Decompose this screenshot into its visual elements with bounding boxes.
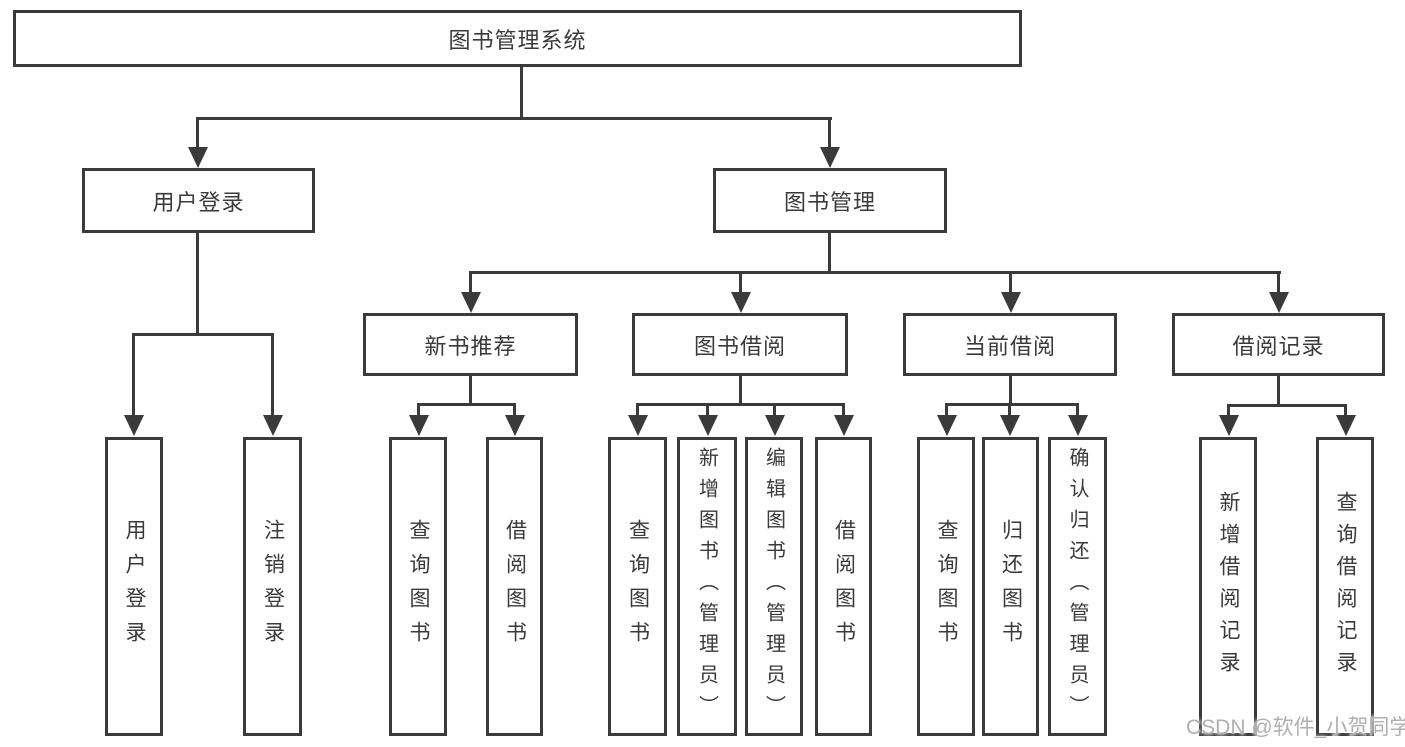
connector-rec-stem [469,374,472,405]
connector-cur-stem-2 [1008,403,1011,416]
connector-login-right-stem [271,333,274,416]
connector-root-stem [520,65,523,119]
node-book-management-label: 图书管理 [783,189,876,215]
connector-root-right-stem [828,117,831,148]
arrowhead-down [461,292,481,313]
connector-cur-hbar [945,403,1079,406]
arrowhead-down [834,415,854,436]
node-book-borrow: 图书借阅 [632,313,848,376]
leaf-current-query-books-label: 查询图书 [935,518,958,655]
arrowhead-down [937,415,957,436]
leaf-records-add-record-label: 新增借阅记录 [1217,490,1240,683]
node-root-label: 图书管理系统 [448,27,587,53]
leaf-current-return-books-label: 归还图书 [999,518,1023,655]
connector-root-left-stem [196,117,199,148]
leaf-logout-label: 注销登录 [261,518,285,655]
leaf-recommend-query-books-label: 查询图书 [407,518,430,655]
leaf-borrow-query-books: 查询图书 [608,437,667,736]
arrowhead-down [765,415,785,436]
connector-login-stem [196,232,199,336]
leaf-current-query-books: 查询图书 [917,437,975,736]
arrowhead-down [263,415,283,436]
arrowhead-down [628,415,648,436]
node-new-book-recommend-label: 新书推荐 [424,333,517,359]
connector-mgmt-stem-4 [1277,271,1280,293]
connector-rec-hbar [417,403,516,406]
leaf-recommend-query-books: 查询图书 [389,437,447,736]
leaf-borrow-borrow-books-label: 借阅图书 [832,518,856,655]
leaf-records-query-record: 查询借阅记录 [1316,437,1374,736]
node-borrow-records-label: 借阅记录 [1232,333,1325,359]
connector-mgmt-hbar [469,271,1281,274]
arrowhead-down [1269,292,1289,313]
connector-root-hbar [196,117,832,120]
node-new-book-recommend: 新书推荐 [363,313,578,376]
connector-mgmt-stem-1 [469,271,472,293]
arrowhead-down [698,415,718,436]
watermark: CSDN @软件_小贺同学 [1186,716,1405,739]
arrowhead-down [1001,292,1021,313]
connector-bor-stem-3 [773,403,776,416]
connector-login-left-stem [132,333,135,416]
node-user-login: 用户登录 [82,168,315,233]
connector-recd-hbar [1227,404,1347,407]
connector-recd-stem-1 [1227,404,1230,416]
leaf-borrow-edit-books-admin-label: 编辑图书（管理员） [762,447,785,726]
leaf-user-login-label: 用户登录 [123,518,146,655]
connector-cur-stem-3 [1076,403,1079,416]
connector-recd-stem-2 [1344,404,1347,416]
connector-mgmt-stem-2 [739,271,742,293]
arrowhead-down [820,147,840,168]
node-book-management: 图书管理 [713,168,947,233]
node-current-borrow-label: 当前借阅 [963,333,1056,359]
connector-bor-stem-1 [636,403,639,416]
leaf-records-query-record-label: 查询借阅记录 [1334,490,1357,683]
connector-recd-stem [1277,374,1280,406]
arrowhead-down [1068,415,1088,436]
leaf-user-login: 用户登录 [105,437,163,736]
connector-rec-stem-1 [417,403,420,416]
connector-bor-stem-4 [842,403,845,416]
arrowhead-down [731,292,751,313]
leaf-current-confirm-return-admin: 确认归还（管理员） [1048,437,1107,736]
leaf-borrow-borrow-books: 借阅图书 [815,437,872,736]
arrowhead-down [124,415,144,436]
arrowhead-down [409,415,429,436]
leaf-borrow-query-books-label: 查询图书 [626,518,650,655]
arrowhead-down [1336,415,1356,436]
leaf-logout: 注销登录 [243,437,302,736]
arrowhead-down [188,147,208,168]
node-book-borrow-label: 图书借阅 [693,333,786,359]
node-root: 图书管理系统 [13,10,1022,67]
arrowhead-down [1219,415,1239,436]
connector-cur-stem [1009,374,1012,405]
leaf-borrow-edit-books-admin: 编辑图书（管理员） [745,437,803,736]
arrowhead-down [505,415,525,436]
connector-rec-stem-2 [513,403,516,416]
leaf-current-return-books: 归还图书 [982,437,1039,736]
connector-bor-stem [739,374,742,405]
leaf-current-confirm-return-admin-label: 确认归还（管理员） [1066,447,1088,726]
arrowhead-down [1000,415,1020,436]
leaf-borrow-add-books-admin-label: 新增图书（管理员） [695,447,718,726]
leaf-borrow-add-books-admin: 新增图书（管理员） [677,437,737,736]
connector-mgmt-stem [828,232,831,274]
leaf-recommend-borrow-books-label: 借阅图书 [503,518,527,655]
leaf-records-add-record: 新增借阅记录 [1199,437,1257,736]
connector-bor-hbar [636,403,845,406]
connector-login-hbar [132,333,274,336]
connector-bor-stem-2 [706,403,709,416]
node-current-borrow: 当前借阅 [903,313,1117,376]
connector-mgmt-stem-3 [1009,271,1012,293]
connector-cur-stem-1 [945,403,948,416]
leaf-recommend-borrow-books: 借阅图书 [486,437,543,736]
node-borrow-records: 借阅记录 [1172,313,1385,376]
node-user-login-label: 用户登录 [152,189,245,215]
